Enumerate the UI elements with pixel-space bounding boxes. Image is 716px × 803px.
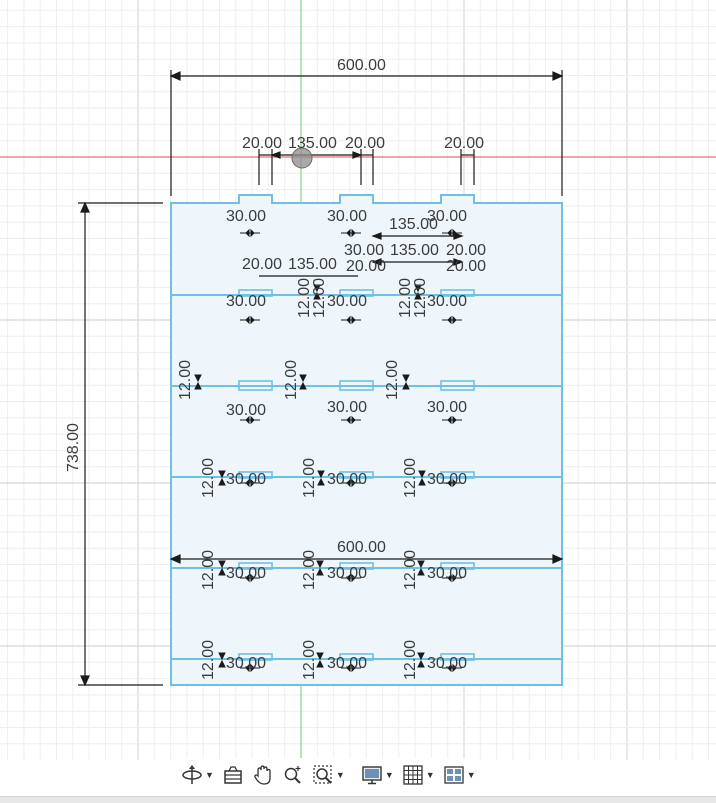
dim-row6-12-b: 12.00	[301, 550, 318, 590]
dim-row4-30-c: 30.00	[427, 399, 467, 416]
dim-row6-30-a: 30.00	[226, 565, 266, 582]
dim-row4-12-a: 12.00	[177, 360, 194, 400]
pan-button[interactable]	[249, 761, 277, 789]
zoom-button[interactable]	[279, 761, 307, 789]
dim-row3-30-c: 30.00	[427, 293, 467, 310]
profile-top-row	[170, 194, 563, 296]
chevron-down-icon: ▼	[205, 770, 214, 780]
grid-settings-icon	[403, 765, 423, 785]
dim-row4-30-b: 30.00	[327, 399, 367, 416]
dim-row5-30-b: 30.00	[327, 471, 367, 488]
dim-row2-gap-a: 135.00	[288, 256, 337, 273]
dim-row3-30-a: 30.00	[226, 293, 266, 310]
dim-overall-height[interactable]: 738.00	[65, 423, 82, 472]
orbit-button[interactable]: ▼	[178, 761, 217, 789]
dim-row3-12-a: 12.00	[296, 278, 313, 318]
dim-row2-b-30: 20.00	[446, 258, 486, 275]
dim-row4-12-b: 12.00	[283, 360, 300, 400]
dim-notch-3: 30.00	[427, 208, 467, 225]
dim-row7-12-a: 12.00	[200, 640, 217, 680]
dim-row6-30-c: 30.00	[427, 565, 467, 582]
dim-row5-30-a: 30.00	[226, 471, 266, 488]
dim-row2-b-right: 20.00	[446, 242, 486, 259]
dim-tab-c: 20.00	[444, 135, 484, 152]
dim-row3-12-d: 12.00	[412, 278, 429, 318]
zoom-icon	[284, 766, 301, 784]
dim-tab-a: 20.00	[242, 135, 282, 152]
dim-row3-12-b: 12.00	[311, 278, 328, 318]
dim-row4-30-a: 30.00	[226, 402, 266, 419]
pan-hand-icon	[254, 765, 271, 785]
dimension-labels: 600.00 600.00 738.00 20.00 135.00 20.00 …	[65, 57, 486, 680]
dim-notch-2: 30.00	[327, 208, 367, 225]
dim-row6-30-b: 30.00	[327, 565, 367, 582]
zoom-window-button[interactable]: ▼	[309, 761, 348, 789]
dim-row6-12-a: 12.00	[200, 550, 217, 590]
dim-row2-gap-b: 135.00	[390, 242, 439, 259]
profile-slots	[238, 289, 475, 661]
dim-row7-30-a: 30.00	[226, 655, 266, 672]
dim-row7-12-c: 12.00	[402, 640, 419, 680]
dim-row6-12-c: 12.00	[402, 550, 419, 590]
profile-row-2	[170, 294, 563, 387]
dim-notch-1: 30.00	[226, 208, 266, 225]
look-at-button[interactable]	[219, 761, 247, 789]
dim-row7-30-c: 30.00	[427, 655, 467, 672]
dim-row3-12-c: 12.00	[397, 278, 414, 318]
dimension-markers	[194, 228, 462, 673]
dim-overall-width-mid[interactable]: 600.00	[337, 539, 386, 556]
display-settings-icon	[362, 766, 382, 785]
chevron-down-icon: ▼	[425, 770, 435, 780]
sketch-origin-point[interactable]	[291, 147, 313, 169]
chevron-down-icon: ▼	[384, 770, 394, 780]
chevron-down-icon: ▼	[466, 770, 476, 780]
navigation-toolbar: ▼ ▼ ▼ ▼ ▼	[178, 758, 478, 792]
dim-row5-30-c: 30.00	[427, 471, 467, 488]
dim-tab-b: 20.00	[345, 135, 385, 152]
dim-row2-mid-30: 30.00	[344, 242, 384, 259]
profile-row-6	[170, 658, 563, 686]
orbit-icon	[182, 765, 202, 784]
status-bar	[0, 796, 716, 803]
dim-row2-left-a: 20.00	[242, 256, 282, 273]
dim-row2-a-right: 20.00	[346, 258, 386, 275]
dim-row4-12-c: 12.00	[384, 360, 401, 400]
dim-row5-12-a: 12.00	[200, 458, 217, 498]
profile-row-4	[170, 476, 563, 569]
zoom-window-icon	[313, 765, 332, 784]
grid-settings-button[interactable]: ▼	[399, 761, 438, 789]
dimension-lines	[78, 70, 564, 687]
dim-row5-12-c: 12.00	[402, 458, 419, 498]
sketch-profile[interactable]	[170, 194, 563, 686]
look-at-icon	[224, 766, 242, 784]
viewports-icon	[444, 766, 464, 784]
dim-overall-width-top[interactable]: 600.00	[337, 57, 386, 74]
dim-tab-gap: 135.00	[288, 135, 337, 152]
display-settings-button[interactable]: ▼	[358, 761, 397, 789]
dim-gap-135-right: 135.00	[389, 216, 438, 233]
dim-row5-12-b: 12.00	[301, 458, 318, 498]
dim-row7-30-b: 30.00	[327, 655, 367, 672]
dim-row7-12-b: 12.00	[301, 640, 318, 680]
dim-row3-30-b: 30.00	[327, 293, 367, 310]
viewports-button[interactable]: ▼	[440, 761, 479, 789]
chevron-down-icon: ▼	[335, 770, 345, 780]
